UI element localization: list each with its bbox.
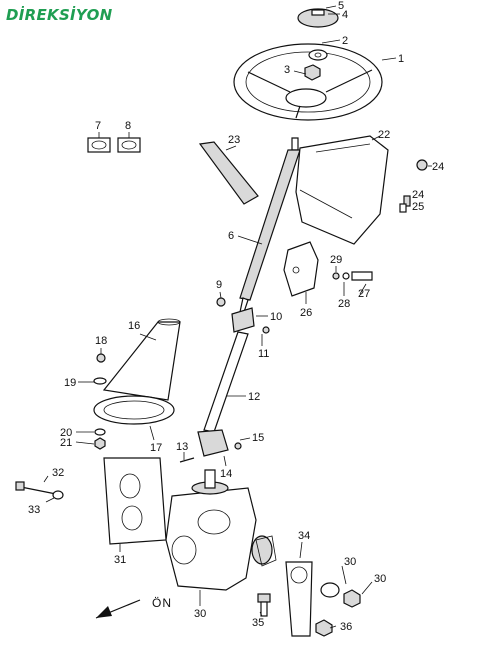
yoke-bolt-upper (216, 297, 226, 307)
callout-28: 28 (338, 298, 350, 310)
callout-30a: 30 (344, 556, 356, 568)
callout-7: 7 (95, 120, 101, 132)
pitman-arm (285, 561, 313, 637)
boot-fasteners (93, 353, 107, 450)
gear-mount-bolt (257, 593, 271, 617)
horn-cap (297, 8, 339, 28)
callout-17: 17 (150, 442, 162, 454)
front-label: ÖN (152, 596, 172, 610)
steering-gear-box (165, 469, 257, 591)
callout-33: 33 (28, 504, 40, 516)
plate-bolt (15, 481, 64, 500)
callout-1: 1 (398, 53, 404, 65)
pitman-nut (315, 619, 333, 637)
callout-20: 20 (60, 427, 72, 439)
callout-35: 35 (252, 617, 264, 629)
callout-15: 15 (252, 432, 264, 444)
callout-4: 4 (342, 9, 348, 21)
callout-19: 19 (64, 377, 76, 389)
hub-nut (304, 64, 321, 81)
bracket-bolt (332, 271, 373, 281)
diagram-title: DİREKSİYON (6, 6, 113, 24)
column-trim-panel (198, 141, 259, 205)
callout-34: 34 (298, 530, 310, 542)
callout-6: 6 (228, 230, 234, 242)
callout-32: 32 (52, 467, 64, 479)
callout-23: 23 (228, 134, 240, 146)
callout-16: 16 (128, 320, 140, 332)
callout-21: 21 (60, 437, 72, 449)
front-direction-arrow: ÖN (95, 596, 172, 619)
callout-11: 11 (258, 348, 269, 360)
callout-labels: 1 2 3 4 5 6 7 8 9 10 11 12 13 14 15 16 1… (28, 0, 444, 633)
callout-30c: 30 (194, 608, 206, 620)
steering-wheel (233, 43, 383, 121)
callout-31: 31 (114, 554, 126, 566)
callout-13: 13 (176, 441, 188, 453)
callout-8: 8 (125, 120, 131, 132)
washer-pair (87, 137, 141, 153)
dust-boot (102, 318, 181, 401)
callout-5: 5 (338, 0, 344, 12)
callout-25: 25 (412, 201, 424, 213)
callout-36: 36 (340, 621, 352, 633)
upper-steering-shaft (239, 137, 301, 313)
intermediate-shaft (203, 331, 249, 433)
callout-18: 18 (95, 335, 107, 347)
callout-3: 3 (284, 64, 290, 76)
lower-universal-joint (179, 429, 242, 463)
leader-lines (43, 5, 432, 629)
callout-24b: 24 (412, 189, 424, 201)
column-cover (295, 135, 389, 245)
callout-10: 10 (270, 311, 282, 323)
callout-2: 2 (342, 35, 348, 47)
mounting-bracket (283, 241, 319, 297)
cover-screws (399, 159, 428, 213)
callout-27: 27 (358, 288, 370, 300)
callout-30b: 30 (374, 573, 386, 585)
callout-22: 22 (378, 129, 390, 141)
callout-14: 14 (220, 468, 232, 480)
callout-29: 29 (330, 254, 342, 266)
sector-shaft-spline (251, 535, 277, 567)
callout-24a: 24 (432, 161, 444, 173)
upper-universal-joint (231, 307, 270, 334)
callout-26: 26 (300, 307, 312, 319)
hub-washer (308, 49, 328, 61)
pitman-washer-nut (320, 582, 361, 608)
callout-12: 12 (248, 391, 260, 403)
gear-mounting-plate (103, 457, 167, 545)
boot-flange-seal (93, 395, 175, 425)
callout-9: 9 (216, 279, 222, 291)
